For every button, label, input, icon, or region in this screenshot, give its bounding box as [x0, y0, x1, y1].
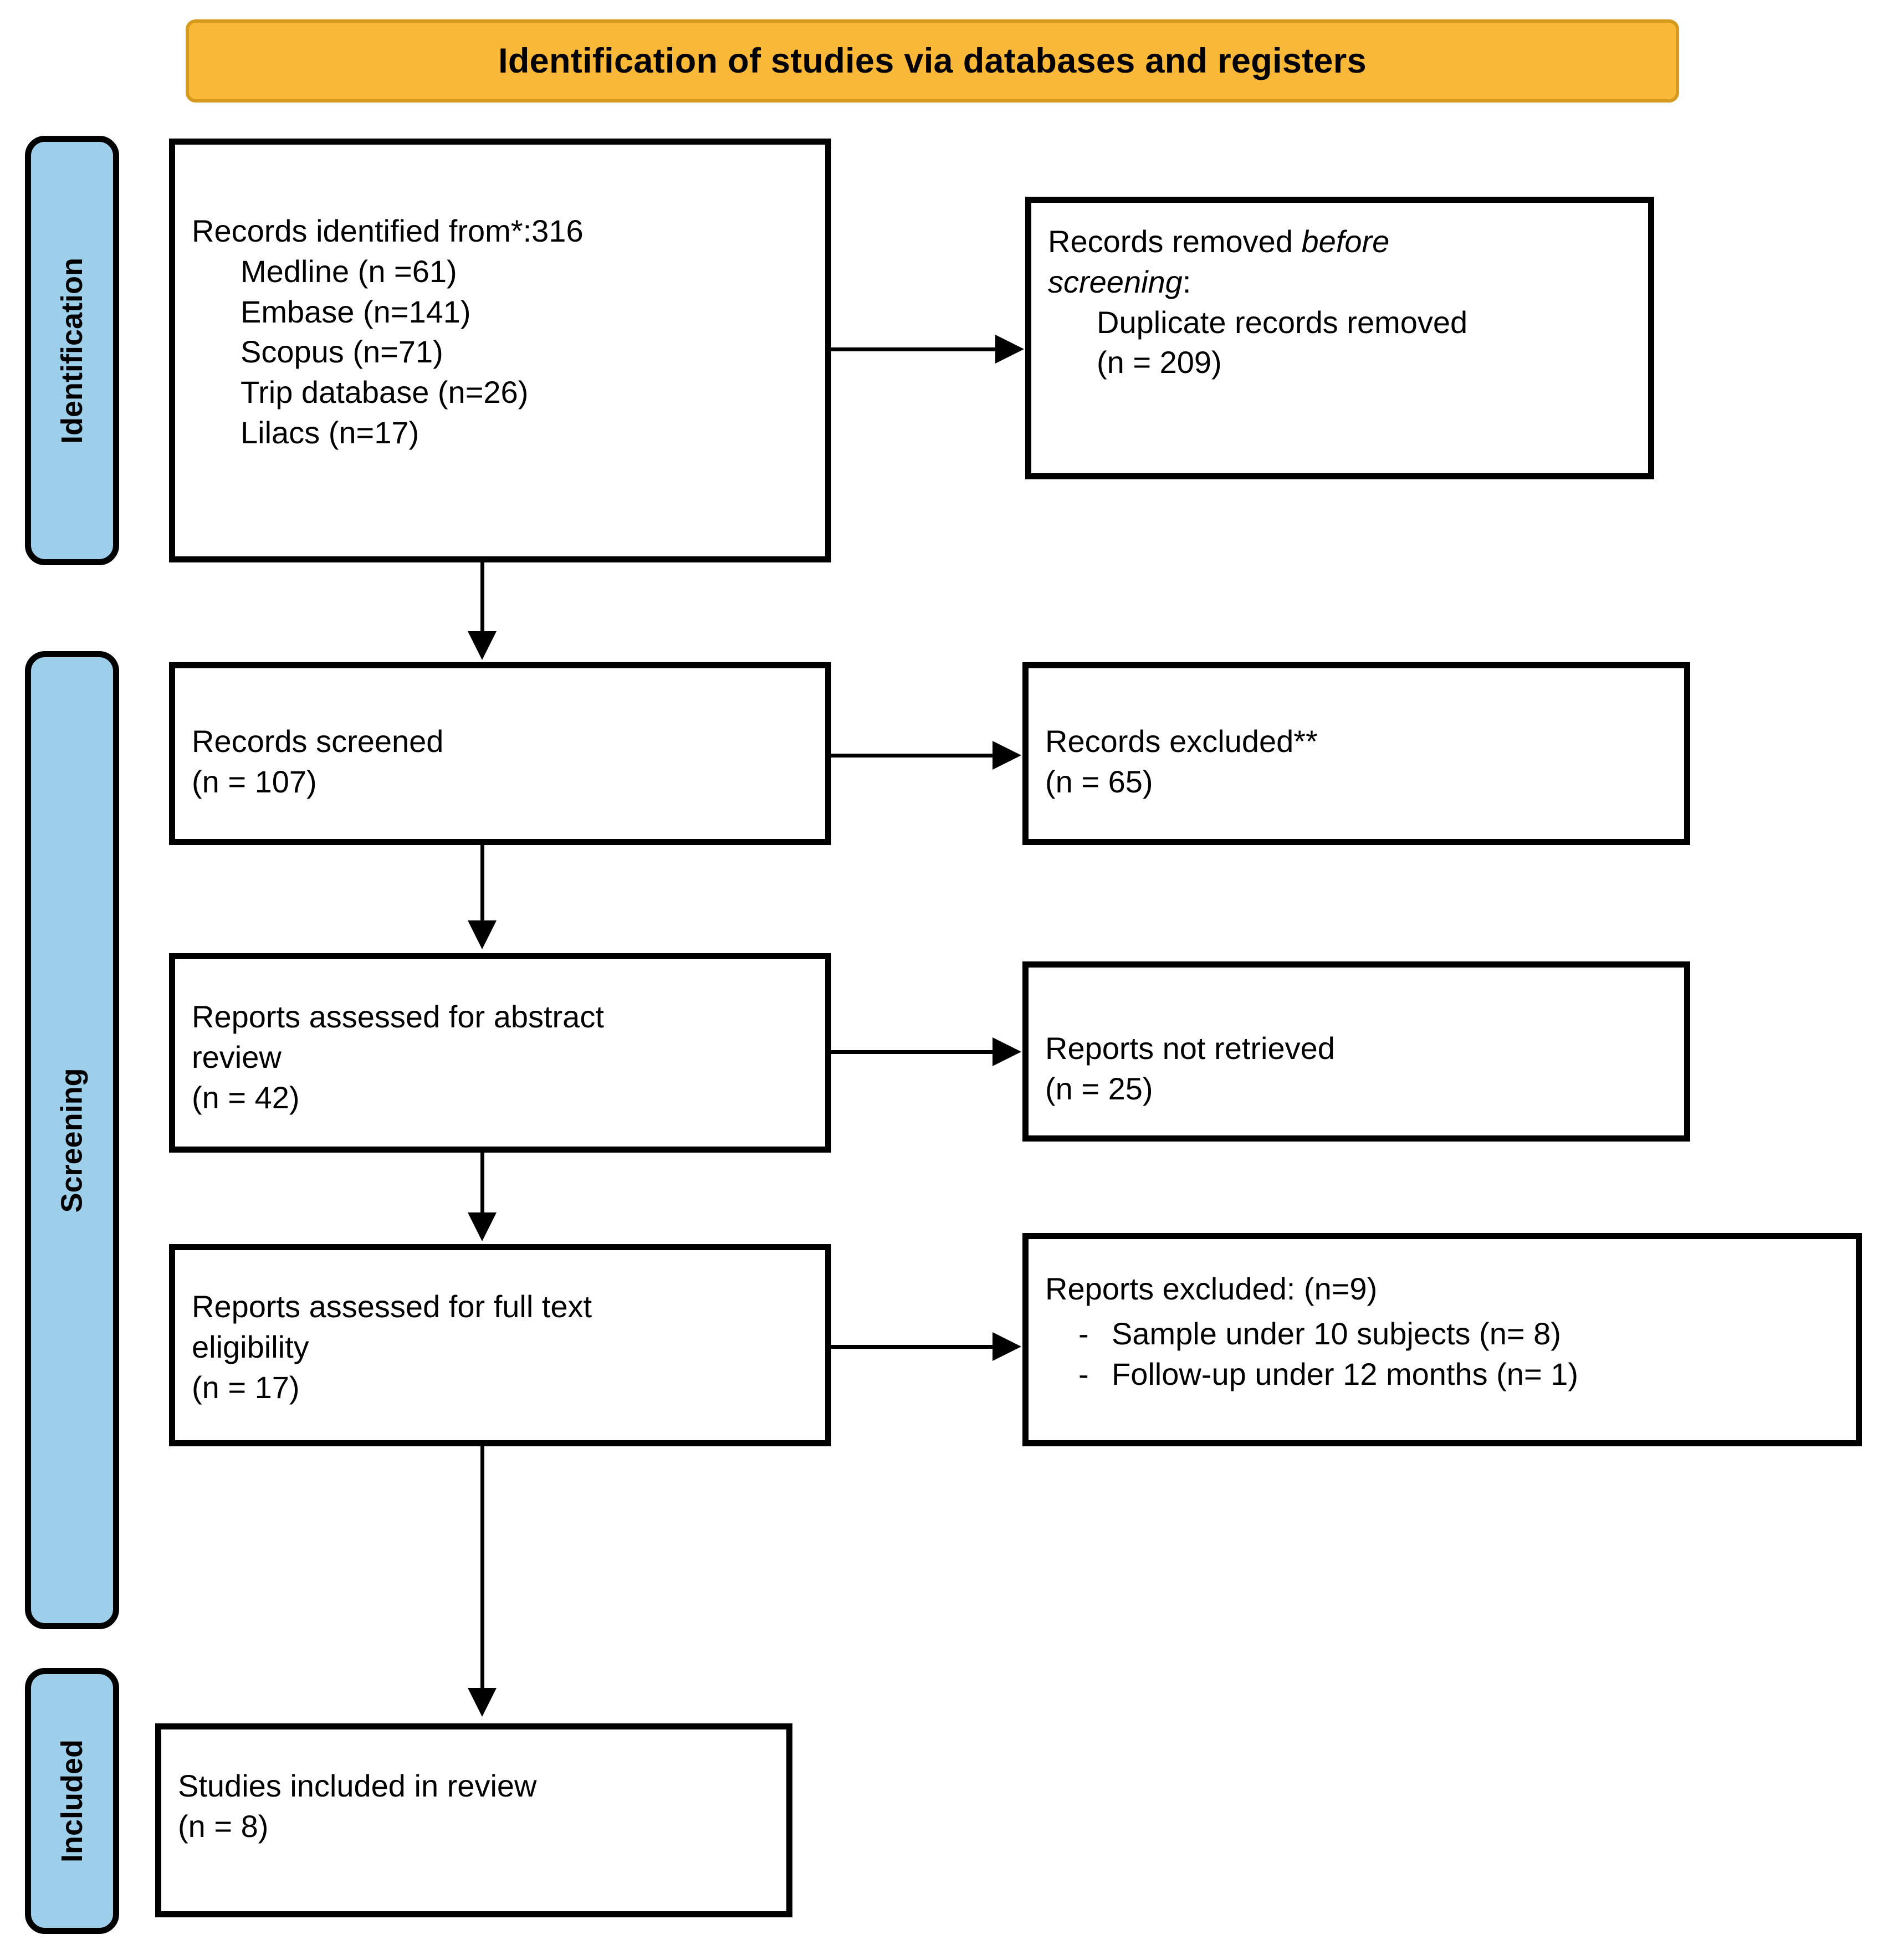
stage-label-identification: Identification	[55, 257, 89, 444]
arrowhead-fulltext-to-reports-excluded	[993, 1332, 1021, 1361]
stage-rail-screening: Screening	[25, 651, 119, 1629]
dash-bullet-icon: -	[1078, 1356, 1089, 1391]
source-medline: Medline (n =61)	[241, 253, 457, 289]
fulltext-assessed-title-line1: Reports assessed for full text	[192, 1289, 592, 1324]
stage-label-screening: Screening	[55, 1067, 89, 1213]
box-reports-excluded: Reports excluded: (n=9) - Sample under 1…	[1022, 1233, 1862, 1446]
stage-label-included: Included	[55, 1739, 89, 1863]
records-removed-screening-italic: screening	[1048, 264, 1183, 299]
records-removed-before-italic: before	[1301, 224, 1390, 259]
arrowhead-screened-to-excluded	[993, 741, 1021, 770]
connector-identified-to-removed	[831, 347, 996, 351]
connector-fulltext-to-included	[480, 1446, 484, 1690]
records-screened-title: Records screened	[192, 724, 444, 759]
box-records-excluded: Records excluded** (n = 65)	[1022, 662, 1690, 845]
reason-followup-under-12-months: Follow-up under 12 months (n= 1)	[1112, 1356, 1578, 1391]
fulltext-assessed-count: (n = 17)	[192, 1369, 300, 1405]
records-identified-title: Records identified from*:316	[192, 213, 584, 248]
records-removed-colon: :	[1182, 264, 1191, 299]
abstract-assessed-title-line1: Reports assessed for abstract	[192, 999, 604, 1034]
box-reports-assessed-fulltext: Reports assessed for full text eligibili…	[169, 1244, 831, 1446]
source-scopus: Scopus (n=71)	[241, 334, 443, 370]
records-removed-line2: screening:	[1048, 262, 1631, 303]
stage-rail-identification: Identification	[25, 136, 119, 565]
reason-sample-under-10: Sample under 10 subjects (n= 8)	[1112, 1316, 1561, 1351]
reports-excluded-title: Reports excluded: (n=9)	[1045, 1271, 1378, 1306]
records-removed-text: Records removed	[1048, 224, 1302, 259]
connector-screened-to-abstract	[480, 845, 484, 923]
abstract-assessed-title-line2: review	[192, 1039, 282, 1074]
arrowhead-fulltext-to-included	[468, 1688, 497, 1717]
reports-excluded-reason-list: - Sample under 10 subjects (n= 8) - Foll…	[1045, 1314, 1839, 1395]
records-excluded-count: (n = 65)	[1045, 764, 1153, 799]
arrowhead-abstract-to-fulltext	[468, 1212, 497, 1241]
records-removed-line1: Records removed before	[1048, 222, 1631, 262]
box-reports-assessed-abstract: Reports assessed for abstract review (n …	[169, 953, 831, 1153]
duplicate-records-removed-label: Duplicate records removed	[1097, 304, 1468, 340]
arrowhead-abstract-to-not-retrieved	[993, 1037, 1021, 1066]
connector-screened-to-excluded	[831, 754, 994, 758]
duplicate-records-removed-count: (n = 209)	[1097, 345, 1222, 380]
source-trip-database: Trip database (n=26)	[241, 375, 529, 410]
dash-bullet-icon: -	[1078, 1316, 1089, 1351]
records-screened-count: (n = 107)	[192, 764, 317, 799]
reports-not-retrieved-count: (n = 25)	[1045, 1071, 1153, 1106]
arrowhead-identified-to-screened	[468, 631, 497, 660]
records-excluded-title: Records excluded**	[1045, 724, 1318, 759]
reports-excluded-reason-row: - Follow-up under 12 months (n= 1)	[1045, 1354, 1839, 1395]
connector-abstract-to-not-retrieved	[831, 1050, 994, 1054]
arrowhead-screened-to-abstract	[468, 920, 497, 949]
stage-rail-included: Included	[25, 1668, 119, 1934]
reports-not-retrieved-title: Reports not retrieved	[1045, 1031, 1335, 1066]
fulltext-assessed-title-line2: eligibility	[192, 1329, 309, 1364]
connector-abstract-to-fulltext	[480, 1153, 484, 1215]
box-records-removed-before-screening: Records removed before screening: Duplic…	[1025, 197, 1654, 479]
box-studies-included: Studies included in review (n = 8)	[155, 1723, 792, 1917]
box-records-screened: Records screened (n = 107)	[169, 662, 831, 845]
arrowhead-identified-to-removed	[995, 335, 1024, 364]
box-records-identified: Records identified from*:316 Medline (n …	[169, 139, 831, 562]
header-banner: Identification of studies via databases …	[186, 19, 1679, 103]
connector-identified-to-screened	[480, 562, 484, 633]
banner-title: Identification of studies via databases …	[498, 42, 1367, 80]
studies-included-count: (n = 8)	[178, 1808, 269, 1844]
box-reports-not-retrieved: Reports not retrieved (n = 25)	[1022, 961, 1690, 1142]
source-embase: Embase (n=141)	[241, 294, 471, 329]
connector-fulltext-to-reports-excluded	[831, 1345, 994, 1349]
source-lilacs: Lilacs (n=17)	[241, 414, 419, 450]
abstract-assessed-count: (n = 42)	[192, 1079, 300, 1115]
studies-included-title: Studies included in review	[178, 1768, 537, 1803]
reports-excluded-reason-row: - Sample under 10 subjects (n= 8)	[1045, 1314, 1839, 1354]
